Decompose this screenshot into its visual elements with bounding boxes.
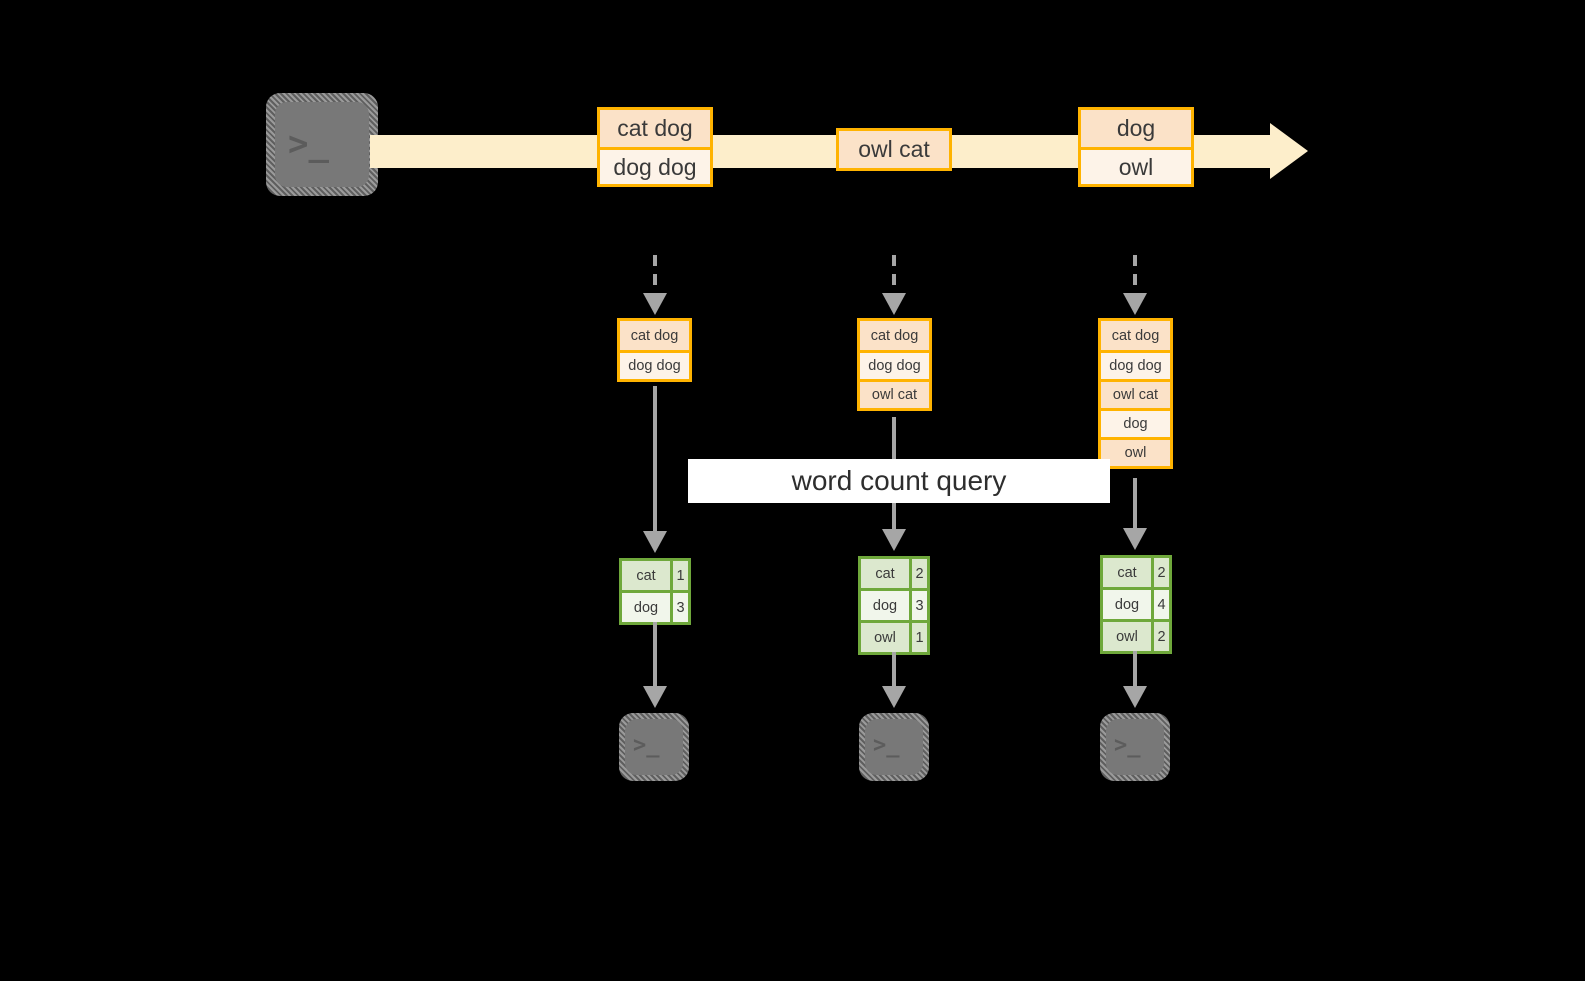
result-table-2-row-2: dog 3 bbox=[861, 588, 927, 620]
terminal-prompt-glyph: >_ bbox=[873, 733, 900, 758]
terminal-prompt-glyph: >_ bbox=[288, 124, 329, 164]
stream-event-3-line-1: dog bbox=[1081, 110, 1191, 147]
connector-stream-to-snapshot-3-head bbox=[1123, 293, 1147, 315]
result-table-2: cat 2 dog 3 owl 1 bbox=[858, 556, 930, 655]
result-table-2-row-3: owl 1 bbox=[861, 620, 927, 652]
result-word: dog bbox=[622, 593, 670, 622]
result-word: owl bbox=[1103, 622, 1151, 651]
terminal-prompt-glyph: >_ bbox=[1114, 733, 1141, 758]
connector-snapshot-to-result-3 bbox=[1133, 478, 1137, 530]
snapshot-box-3-line-5: owl bbox=[1101, 437, 1170, 466]
source-terminal-icon: >_ bbox=[266, 93, 378, 196]
stream-event-3: dog owl bbox=[1078, 107, 1194, 187]
snapshot-box-2-line-1: cat dog bbox=[860, 321, 929, 350]
result-word: cat bbox=[861, 559, 909, 588]
result-count: 2 bbox=[1151, 558, 1169, 587]
terminal-prompt-glyph: >_ bbox=[633, 733, 660, 758]
result-table-2-row-1: cat 2 bbox=[861, 559, 927, 588]
connector-result-to-sink-3 bbox=[1133, 651, 1137, 688]
connector-stream-to-snapshot-1-head bbox=[643, 293, 667, 315]
result-count: 4 bbox=[1151, 590, 1169, 619]
sink-terminal-icon-2: >_ bbox=[859, 713, 929, 781]
connector-result-to-sink-2-head bbox=[882, 686, 906, 708]
stream-event-1-line-2: dog dog bbox=[600, 147, 710, 184]
result-table-1: cat 1 dog 3 bbox=[619, 558, 691, 625]
result-table-1-row-1: cat 1 bbox=[622, 561, 688, 590]
snapshot-box-1: cat dog dog dog bbox=[617, 318, 692, 382]
sink-terminal-icon-1: >_ bbox=[619, 713, 689, 781]
snapshot-box-1-line-2: dog dog bbox=[620, 350, 689, 379]
result-word: owl bbox=[861, 623, 909, 652]
terminal-plate bbox=[275, 102, 369, 187]
result-word: dog bbox=[1103, 590, 1151, 619]
stream-event-3-line-2: owl bbox=[1081, 147, 1191, 184]
result-count: 1 bbox=[670, 561, 688, 590]
result-word: dog bbox=[861, 591, 909, 620]
connector-stream-to-snapshot-3 bbox=[1133, 255, 1137, 297]
terminal-plate bbox=[625, 719, 683, 775]
stream-event-1: cat dog dog dog bbox=[597, 107, 713, 187]
result-count: 2 bbox=[1151, 622, 1169, 651]
result-count: 1 bbox=[909, 623, 927, 652]
snapshot-box-3-line-1: cat dog bbox=[1101, 321, 1170, 350]
snapshot-box-3-line-2: dog dog bbox=[1101, 350, 1170, 379]
snapshot-box-3: cat dog dog dog owl cat dog owl bbox=[1098, 318, 1173, 469]
terminal-plate bbox=[1106, 719, 1164, 775]
result-table-3-row-2: dog 4 bbox=[1103, 587, 1169, 619]
snapshot-box-2: cat dog dog dog owl cat bbox=[857, 318, 932, 411]
snapshot-box-3-line-3: owl cat bbox=[1101, 379, 1170, 408]
stream-arrow-head bbox=[1270, 123, 1308, 179]
snapshot-box-1-line-1: cat dog bbox=[620, 321, 689, 350]
connector-snapshot-to-result-1 bbox=[653, 386, 657, 533]
terminal-plate bbox=[865, 719, 923, 775]
connector-stream-to-snapshot-1 bbox=[653, 255, 657, 297]
result-table-3: cat 2 dog 4 owl 2 bbox=[1100, 555, 1172, 654]
connector-stream-to-snapshot-2-head bbox=[882, 293, 906, 315]
connector-snapshot-to-result-1-head bbox=[643, 531, 667, 553]
result-count: 3 bbox=[909, 591, 927, 620]
stream-event-2: owl cat bbox=[836, 128, 952, 171]
connector-snapshot-to-result-2-head bbox=[882, 529, 906, 551]
stream-event-1-line-1: cat dog bbox=[600, 110, 710, 147]
stream-event-2-line-1: owl cat bbox=[839, 131, 949, 168]
result-table-3-row-3: owl 2 bbox=[1103, 619, 1169, 651]
query-label: word count query bbox=[688, 459, 1110, 503]
snapshot-box-3-line-4: dog bbox=[1101, 408, 1170, 437]
sink-terminal-icon-3: >_ bbox=[1100, 713, 1170, 781]
connector-result-to-sink-2 bbox=[892, 652, 896, 688]
result-count: 2 bbox=[909, 559, 927, 588]
result-word: cat bbox=[622, 561, 670, 590]
result-table-1-row-2: dog 3 bbox=[622, 590, 688, 622]
connector-result-to-sink-1-head bbox=[643, 686, 667, 708]
connector-stream-to-snapshot-2 bbox=[892, 255, 896, 297]
result-count: 3 bbox=[670, 593, 688, 622]
snapshot-box-2-line-2: dog dog bbox=[860, 350, 929, 379]
connector-snapshot-to-result-3-head bbox=[1123, 528, 1147, 550]
snapshot-box-2-line-3: owl cat bbox=[860, 379, 929, 408]
connector-result-to-sink-1 bbox=[653, 622, 657, 688]
connector-result-to-sink-3-head bbox=[1123, 686, 1147, 708]
result-table-3-row-1: cat 2 bbox=[1103, 558, 1169, 587]
result-word: cat bbox=[1103, 558, 1151, 587]
